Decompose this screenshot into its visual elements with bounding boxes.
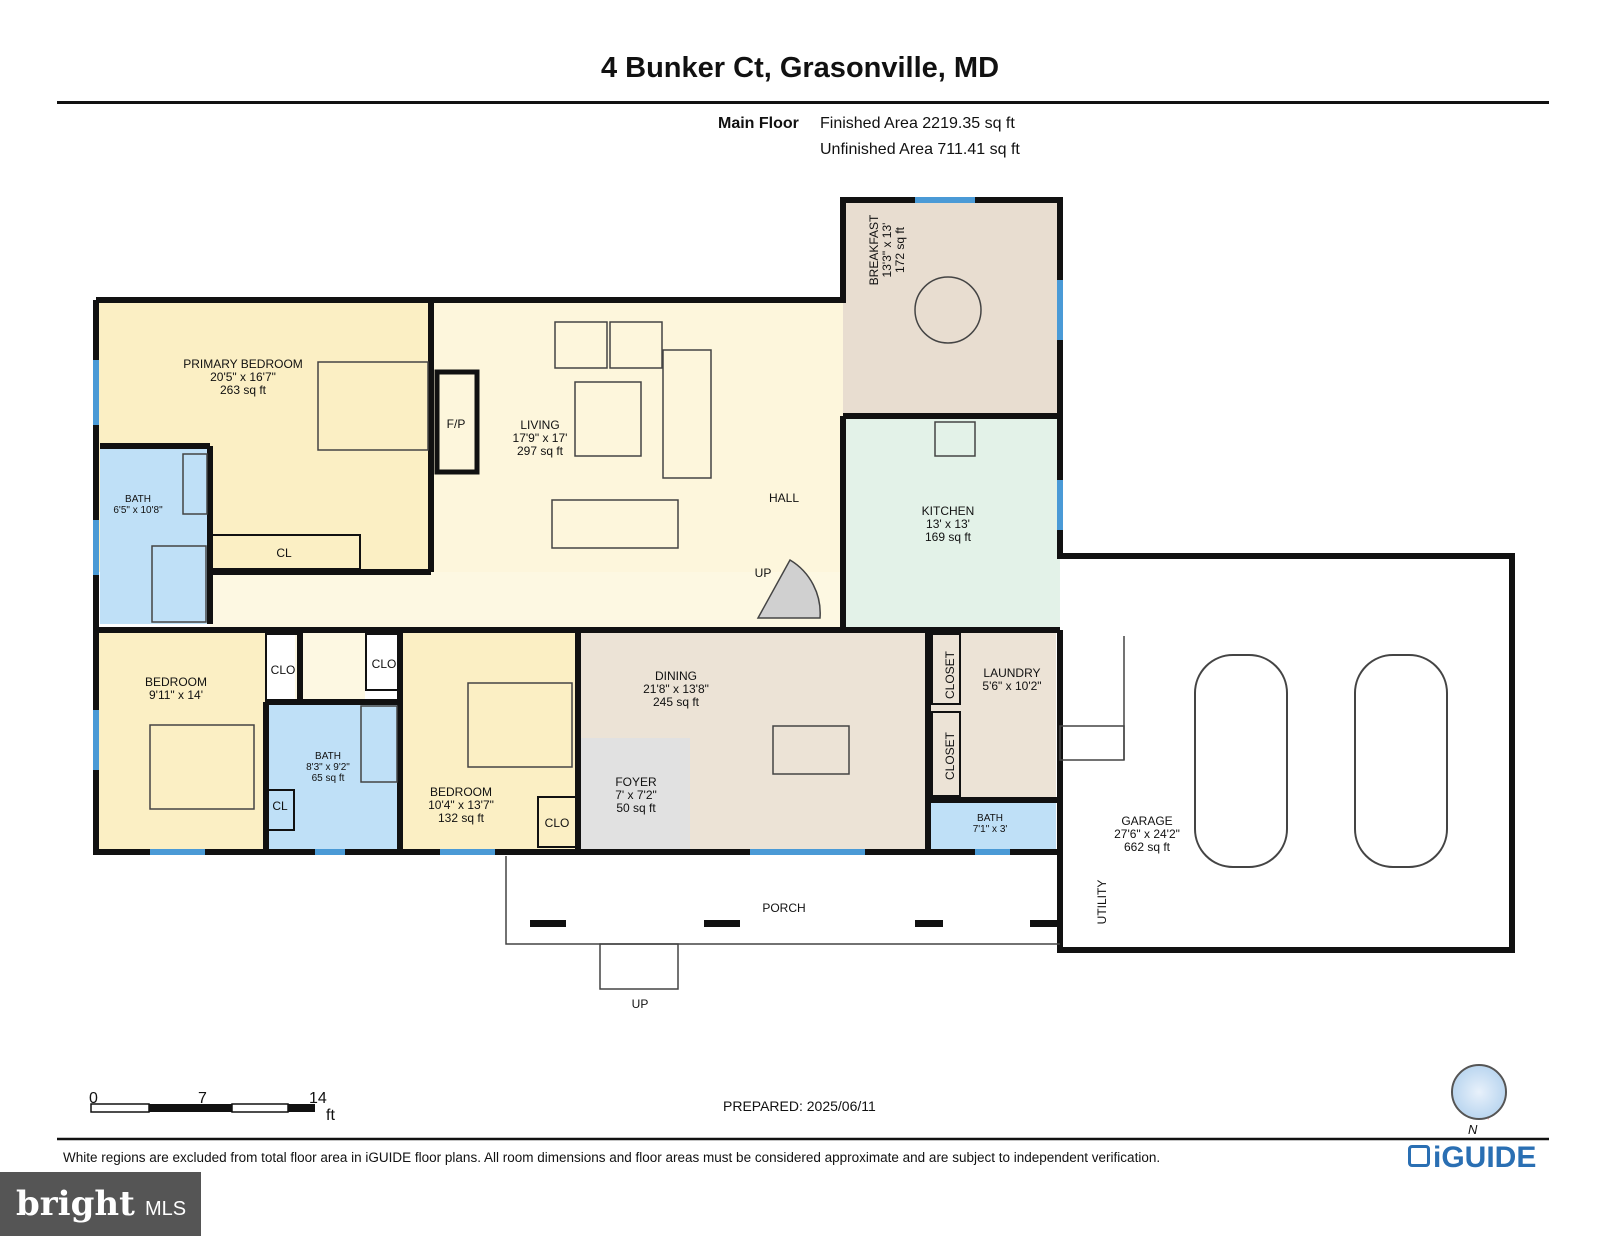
bedroom-1-bed [149, 724, 255, 810]
porch-label: PORCH [762, 901, 805, 915]
furniture [149, 276, 982, 810]
kitchen-dims: 13' x 13' [926, 517, 970, 531]
bath-3-dims: 7'1" x 3' [973, 824, 1008, 835]
dining-name: DINING [655, 669, 697, 683]
bright-mls-watermark: bright MLS [0, 1172, 201, 1236]
laundry-dims: 5'6" x 10'2" [982, 679, 1041, 693]
bedroom-2-fill [400, 630, 578, 852]
breakfast-table [914, 276, 982, 344]
foyer-fill [578, 738, 690, 852]
breakfast-name: BREAKFAST [867, 214, 881, 285]
dining-table [772, 725, 850, 775]
car-right [1354, 654, 1448, 868]
bedroom-2-bed [467, 682, 573, 768]
foyer-area: 50 sq ft [616, 801, 656, 815]
compass-icon [1451, 1064, 1507, 1120]
bath-2-fill [266, 702, 400, 852]
spiral-stair [756, 558, 821, 619]
iguide-logo: iGUIDE [1408, 1141, 1536, 1175]
primary-bedroom-area: 263 sq ft [220, 383, 267, 397]
bedroom-1-dims: 9'11" x 14' [149, 688, 203, 702]
breakfast-area: 172 sq ft [893, 226, 907, 273]
porch-up-label: UP [632, 997, 649, 1011]
bath-3-name: BATH [977, 813, 1003, 824]
dining-area: 245 sq ft [653, 695, 700, 709]
bath-primary-name: BATH [125, 494, 151, 505]
disclaimer-text: White regions are excluded from total fl… [63, 1150, 1161, 1165]
primary-bed [317, 361, 429, 451]
living-name: LIVING [520, 418, 559, 432]
dining-dims: 21'8" x 13'8" [643, 682, 709, 696]
breakfast-dims: 13'3" x 13' [880, 223, 894, 278]
foyer-dims: 7' x 7'2" [615, 788, 657, 802]
bedroom-2-name: BEDROOM [430, 785, 492, 799]
garage-cars [1194, 654, 1448, 868]
scale-unit: ft [326, 1107, 335, 1124]
closet-laundry-1-label: CLOSET [943, 650, 957, 699]
bath-3-fill [928, 800, 1056, 852]
living-area: 297 sq ft [517, 444, 564, 458]
garage-area: 662 sq ft [1124, 840, 1171, 854]
hall-fill-2 [295, 630, 365, 702]
closet-small-label: CL [272, 799, 288, 813]
iguide-camera-icon [1408, 1145, 1430, 1168]
iguide-brand-text: iGUIDE [1433, 1141, 1537, 1174]
scale-bar [90, 1103, 315, 1113]
bedroom-1-fill [96, 630, 266, 852]
foyer-name: FOYER [615, 775, 657, 789]
bath-primary-dims: 6'5" x 10'8" [113, 505, 163, 516]
hall-fill [210, 572, 843, 630]
utility-label: UTILITY [1095, 880, 1109, 925]
closets [211, 369, 961, 848]
laundry-name: LAUNDRY [983, 666, 1040, 680]
finished-area: Finished Area 2219.35 sq ft [820, 115, 1015, 132]
title-rule [57, 101, 1549, 104]
hall-label: HALL [769, 491, 799, 505]
scale-tick-7: 7 [198, 1090, 207, 1107]
compass-north-letter: N [1468, 1122, 1478, 1137]
fireplace-label: F/P [447, 417, 466, 431]
scale-tick-14: 14 [309, 1090, 327, 1107]
closet-2-label: CLO [372, 657, 397, 671]
bright-mls-word: bright [16, 1184, 135, 1224]
porch-posts [530, 920, 1060, 927]
page-title: 4 Bunker Ct, Grasonville, MD [600, 52, 1000, 84]
primary-bedroom-name: PRIMARY BEDROOM [183, 357, 303, 371]
walls [93, 197, 1515, 953]
hall-up-label: UP [755, 566, 772, 580]
bath-2-area: 65 sq ft [312, 773, 345, 784]
breakfast-label-group: BREAKFAST 13'3" x 13' 172 sq ft [867, 214, 907, 285]
garage-dims: 27'6" x 24'2" [1114, 827, 1180, 841]
breakfast-fill [843, 200, 1060, 416]
closet-1-label: CLO [271, 663, 296, 677]
bath-primary-fill [100, 446, 208, 624]
bedroom-1-name: BEDROOM [145, 675, 207, 689]
living-dims: 17'9" x 17' [513, 431, 568, 445]
closet-primary-label: CL [276, 546, 292, 560]
kitchen-area: 169 sq ft [925, 530, 972, 544]
scale-tick-0: 0 [89, 1090, 98, 1107]
floor-label: Main Floor [718, 115, 799, 132]
kitchen-fill [843, 416, 1060, 630]
primary-bedroom-dims: 20'5" x 16'7" [210, 370, 276, 384]
windows [93, 197, 1063, 855]
garage-steps [1059, 636, 1125, 761]
closet-3-label: CLO [545, 816, 570, 830]
living-fill [431, 300, 843, 572]
kitchen-name: KITCHEN [922, 504, 975, 518]
bath-2-dims: 8'3" x 9'2" [306, 762, 350, 773]
porch [505, 856, 1060, 990]
car-left [1194, 654, 1288, 868]
bedroom-2-dims: 10'4" x 13'7" [428, 798, 494, 812]
bedroom-2-area: 132 sq ft [438, 811, 485, 825]
unfinished-area: Unfinished Area 711.41 sq ft [820, 141, 1020, 158]
closet-laundry-2-label: CLOSET [943, 731, 957, 780]
garage-name: GARAGE [1121, 814, 1172, 828]
bath-2-name: BATH [315, 751, 341, 762]
laundry-fill [928, 630, 1056, 800]
bright-mls-suffix: MLS [145, 1198, 187, 1220]
prepared-date: PREPARED: 2025/06/11 [723, 1098, 876, 1114]
